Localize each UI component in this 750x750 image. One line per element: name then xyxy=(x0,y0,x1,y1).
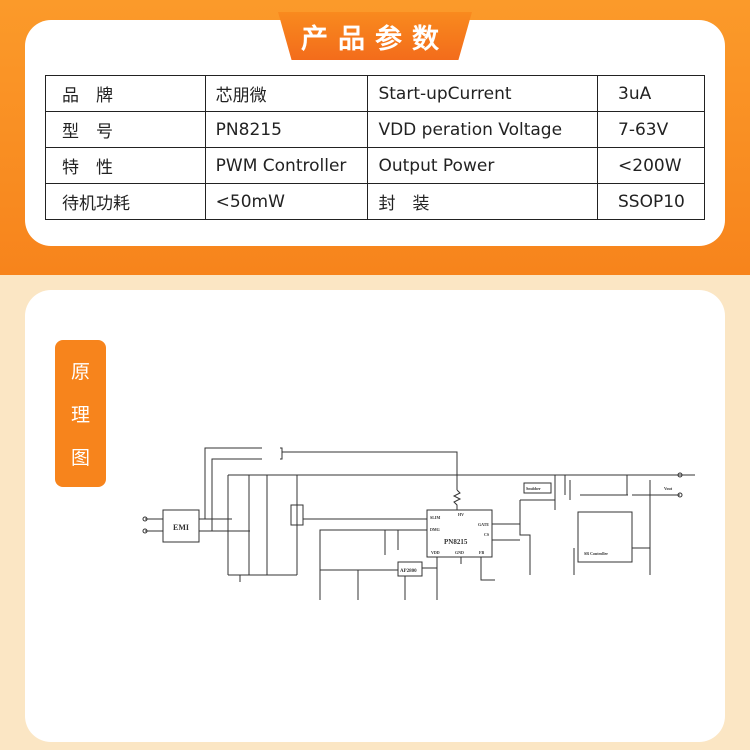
vout-label: Vout xyxy=(664,486,673,491)
pin-label: CS xyxy=(484,532,490,537)
schematic-card xyxy=(25,290,725,742)
pin-label: HV xyxy=(458,512,464,517)
param-label: 封 装 xyxy=(367,183,599,220)
label-char: 原 xyxy=(70,361,90,383)
param-value: 芯朋微 xyxy=(204,75,369,112)
param-value: 3uA xyxy=(597,75,705,112)
pin-label: GATE xyxy=(478,522,489,527)
param-label: 待机功耗 xyxy=(45,183,206,220)
param-value: <50mW xyxy=(204,183,369,220)
param-value: PN8215 xyxy=(204,111,369,148)
param-value: 7-63V xyxy=(597,111,705,148)
param-value: SSOP10 xyxy=(597,183,705,220)
emi-label: EMI xyxy=(173,523,189,532)
pin-label: SLIM xyxy=(430,515,440,520)
param-label: Start-upCurrent xyxy=(367,75,599,112)
param-label: Output Power xyxy=(367,147,599,184)
section-title: 产品参数 xyxy=(278,12,472,60)
param-label: 型 号 xyxy=(45,111,206,148)
label-char: 理 xyxy=(70,404,90,426)
param-label: 特 性 xyxy=(45,147,206,184)
label-char: 图 xyxy=(70,447,90,469)
pin-label: VDD xyxy=(431,550,440,555)
sr-label: SR Controller xyxy=(584,551,608,556)
ldo-label: AP2800 xyxy=(400,569,417,574)
param-value: PWM Controller xyxy=(204,147,369,184)
param-value: <200W xyxy=(597,147,705,184)
param-label: VDD peration Voltage xyxy=(367,111,599,148)
pin-label: GND xyxy=(455,550,464,555)
schematic-label: 原 理 图 xyxy=(55,340,106,487)
pin-label: FB xyxy=(479,550,484,555)
snubber-label: Snubber xyxy=(526,486,541,491)
pin-label: DMG xyxy=(430,527,440,532)
ic-label: PN8215 xyxy=(444,538,468,546)
